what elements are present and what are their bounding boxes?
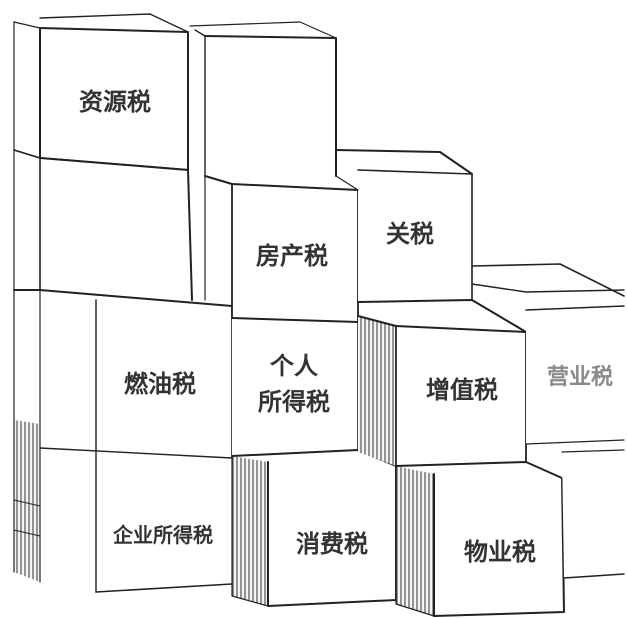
label-property-mgmt-tax: 物业税 xyxy=(464,537,536,566)
cube-fuel-tax xyxy=(13,289,233,459)
cube-value-added-tax xyxy=(357,299,527,467)
cube-corporate-income-tax xyxy=(39,447,233,593)
label-property-tax: 房产税 xyxy=(256,241,328,270)
label-consumption-tax: 消费税 xyxy=(296,529,368,558)
label-customs-duty: 关税 xyxy=(386,219,434,248)
cube-business-tax xyxy=(471,263,625,445)
label-business-tax: 营业税 xyxy=(547,364,613,390)
label-fuel-tax: 燃油税 xyxy=(124,369,196,398)
cube-left-middle xyxy=(13,149,193,301)
label-individual-income-tax-line2: 所得税 xyxy=(258,387,330,416)
label-value-added-tax: 增值税 xyxy=(426,375,498,404)
label-resource-tax: 资源税 xyxy=(79,87,151,116)
left-stack-side-hatching xyxy=(13,289,41,583)
cube-right-bottom xyxy=(561,449,625,579)
label-individual-income-tax-line1: 个人 xyxy=(270,351,318,380)
label-corporate-income-tax: 企业所得税 xyxy=(112,523,213,547)
cube-consumption-tax xyxy=(231,449,397,607)
cube-top-blank xyxy=(189,21,337,177)
cube-property-mgmt-tax xyxy=(395,461,565,617)
cube-customs-duty xyxy=(335,149,473,302)
